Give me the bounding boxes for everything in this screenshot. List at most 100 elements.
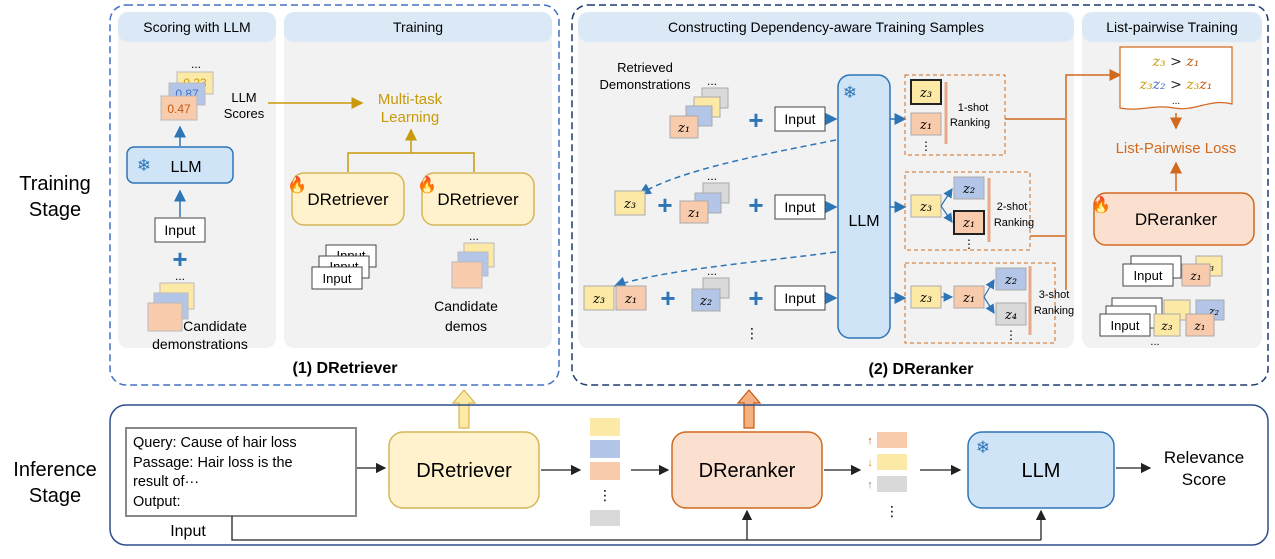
row2-z3-label: z₃	[623, 197, 636, 212]
retrieved-demo-3	[590, 462, 620, 480]
retrieved-ellipsis: ...	[707, 74, 717, 88]
ranking-box-3	[904, 262, 1056, 344]
fire-icon: 🔥	[287, 175, 307, 194]
dreranker-panel	[571, 4, 1269, 386]
row2-rank-z3-label: z₃	[919, 200, 932, 215]
row1-dots: ⋮	[920, 139, 932, 153]
dretriever-panel	[109, 4, 560, 386]
dreranker-caption: (2) DReranker	[869, 361, 974, 378]
pair-2: z₃z₂ > z₃z₁	[1139, 77, 1213, 93]
candidate-box-3	[147, 302, 183, 332]
ranking-1-label: 1-shot	[958, 102, 989, 114]
construct-llm-box	[837, 74, 891, 339]
retrieved-demo-4	[590, 510, 620, 526]
scoring-header	[118, 12, 276, 42]
retrieved-label: Retrieved	[617, 60, 673, 75]
row2-input	[774, 194, 826, 220]
sample-b-z1-label: z₁	[1193, 319, 1205, 333]
inference-panel	[109, 404, 1269, 546]
row3-z3-box	[583, 285, 615, 311]
query-line-4: Output:	[133, 494, 181, 510]
fire-icon: 🔥	[417, 175, 437, 194]
plus-icon: +	[748, 283, 763, 313]
multitask-label-2: Learning	[381, 109, 439, 126]
plus-icon: +	[660, 283, 675, 313]
query-box	[125, 427, 357, 517]
train-dreranker-label: DReranker	[1135, 210, 1218, 229]
row2-rank-z1	[953, 210, 985, 235]
reranked-demo-2	[877, 454, 907, 470]
rank-down-icon: ↓	[867, 457, 873, 469]
row3-input-label: Input	[784, 290, 815, 306]
sample-b-z3b	[1153, 313, 1181, 337]
query-line-3: result of···	[133, 474, 199, 490]
llm-scores-label-2: Scores	[224, 106, 265, 121]
plus-icon: +	[657, 190, 672, 220]
fire-icon: 🔥	[1091, 195, 1111, 214]
row2-branch-down	[940, 205, 953, 223]
row1-feedback-arrow	[638, 139, 837, 195]
plus-icon: +	[748, 190, 763, 220]
row2-z1-label: z₁	[687, 206, 700, 221]
row1-z1-label: z₁	[919, 118, 932, 133]
train-dreranker-box	[1093, 192, 1255, 246]
inference-input-label: Input	[170, 523, 206, 540]
score-value-3: 0.47	[167, 102, 191, 116]
ranking-2-label: 2-shot	[997, 201, 1028, 213]
ranking-3-label: 3-shot	[1039, 289, 1070, 301]
row3-dots: ⋮	[1005, 328, 1017, 342]
candidate-label: Candidate	[183, 318, 247, 334]
ranking-box-2	[904, 171, 1031, 251]
candidates-ellipsis: ...	[175, 269, 185, 283]
row2-z3-box	[614, 190, 646, 216]
row3-bottom-dots: ⋮	[745, 325, 759, 341]
row3-z2	[691, 288, 721, 312]
listwise-doc	[1119, 46, 1233, 110]
retrieved-label-2: Demonstrations	[599, 77, 691, 92]
sample-b-dots: ...	[1150, 336, 1159, 348]
sample-a-dots: ...	[1170, 293, 1179, 305]
dretriever-box-2	[421, 172, 535, 226]
row3-rank-z2	[995, 267, 1027, 291]
retrieved-z1-label: z₁	[677, 121, 690, 136]
snowflake-icon: ❄	[976, 438, 990, 457]
sample-input-a-label: Input	[1134, 268, 1163, 283]
plus-icon: +	[172, 244, 187, 274]
scoring-input-box	[154, 217, 206, 243]
row1-input-label: Input	[784, 111, 815, 127]
ranking-1-label-2: Ranking	[950, 117, 990, 129]
training-header	[284, 12, 552, 42]
sample-b-z2-label: z₂	[1208, 305, 1219, 318]
row3-branch-down	[983, 296, 995, 315]
demo-box-3	[451, 261, 483, 289]
dretriever-label-2: DRetriever	[437, 190, 519, 209]
relevance-label: Relevance	[1164, 448, 1244, 467]
query-line-2: Passage: Hair loss is the	[133, 455, 293, 471]
reranked-demo-3	[877, 476, 907, 492]
reranked-demo-1	[877, 432, 907, 448]
candidate-demos-label: Candidate	[434, 298, 498, 314]
row3-z3-label: z₃	[592, 292, 605, 307]
llm-scores-label: LLM	[231, 90, 256, 105]
inference-stage-label-2: Stage	[29, 485, 81, 507]
snowflake-icon: ❄	[137, 156, 151, 175]
ranking-box-1	[904, 74, 1006, 156]
scoring-llm-label: LLM	[170, 159, 201, 176]
inference-dreranker-label: DReranker	[699, 460, 796, 482]
row2-feedback-arrow	[613, 251, 837, 289]
row3-rank-z3-label: z₃	[919, 291, 932, 306]
inference-llm-box	[967, 431, 1115, 509]
constructing-header-text: Constructing Dependency-aware Training S…	[668, 19, 984, 35]
retrieved-demo-dots: ⋮	[598, 487, 612, 503]
ranking-3-label-2: Ranking	[1034, 305, 1074, 317]
construct-llm-label: LLM	[848, 213, 879, 230]
rank-up-icon-2: ↑	[867, 479, 873, 491]
candidate-label-2: demonstrations	[152, 336, 248, 352]
input-skip-line	[231, 516, 1041, 541]
row2-z1	[679, 200, 709, 224]
pair-1: z₃ > z₁	[1152, 54, 1200, 70]
training-header-text: Training	[393, 19, 443, 35]
row2-input-label: Input	[784, 199, 815, 215]
training-stage-label: Training	[19, 173, 91, 195]
collect-lines	[1005, 75, 1120, 290]
